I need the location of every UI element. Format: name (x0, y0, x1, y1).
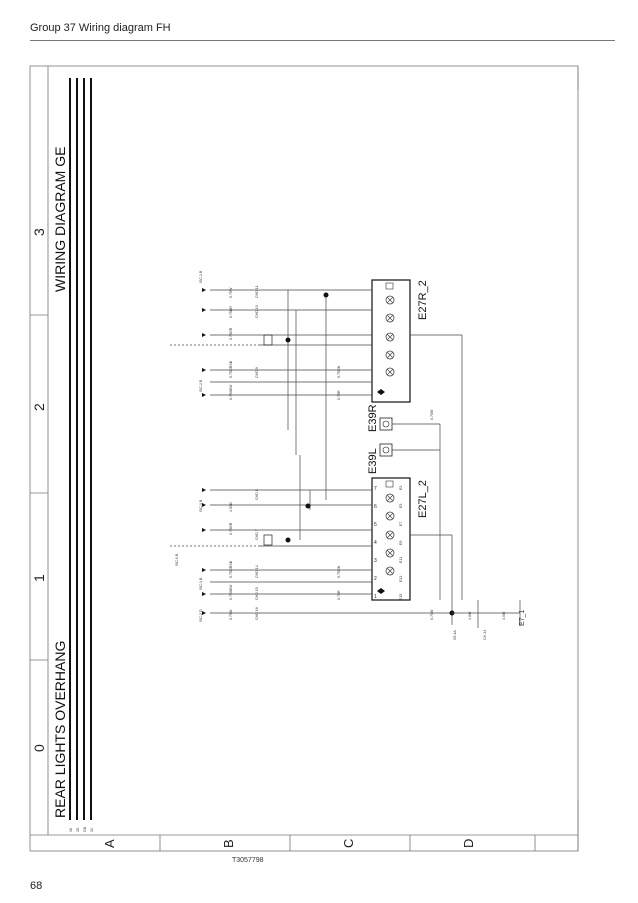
svg-text:ISC:2 B: ISC:2 B (199, 270, 203, 283)
ecu-ref-labels: ISC:2 B ISC:1 B ISC:2 B ISC:1 B ISC:0 B … (175, 270, 203, 622)
svg-text:0.75GRSB: 0.75GRSB (229, 360, 233, 378)
svg-text:X5.1A: X5.1A (453, 630, 457, 640)
svg-text:E9: E9 (399, 541, 403, 545)
wire-labels-upper: 0.75W 0.75W 0.75WBU 0.75GRSB 0.75R 0.75G… (229, 287, 434, 420)
svg-text:0.75GRSB: 0.75GRSB (229, 560, 233, 578)
bus-label-15: 15 (76, 828, 80, 832)
svg-text:E13: E13 (399, 576, 403, 582)
svg-text:4.0W: 4.0W (502, 611, 506, 620)
svg-text:CHD 7: CHD 7 (255, 529, 259, 540)
wires-lower (170, 455, 479, 628)
svg-text:CHD 16: CHD 16 (255, 607, 259, 620)
svg-text:1.5SB: 1.5SB (229, 502, 233, 512)
e27r-lamps (377, 282, 395, 395)
svg-text:CHD 15: CHD 15 (255, 587, 259, 600)
svg-text:CH 24: CH 24 (483, 630, 487, 640)
e39r-box (379, 417, 393, 431)
svg-text:0.75W: 0.75W (229, 609, 233, 620)
bus-label-31: 31 (90, 828, 94, 832)
drawing-number: T3057798 (232, 857, 264, 864)
wires-upper (170, 289, 463, 600)
svg-text:CHD 10: CHD 10 (255, 305, 259, 318)
svg-text:ISC:1 B: ISC:1 B (199, 499, 203, 512)
svg-text:0.75W: 0.75W (430, 409, 434, 420)
svg-text:ISC:2 B: ISC:2 B (199, 379, 203, 392)
svg-text:0.75BR: 0.75BR (229, 306, 233, 318)
svg-text:E15: E15 (399, 594, 403, 600)
svg-text:E7_1: E7_1 (519, 610, 526, 626)
svg-text:3: 3 (374, 558, 377, 564)
e27l-box (371, 477, 411, 601)
svg-text:E3: E3 (399, 486, 403, 490)
svg-text:0.75WBU: 0.75WBU (229, 384, 233, 400)
svg-text:5: 5 (374, 522, 377, 528)
column-label-1: 1 (31, 574, 47, 582)
connector-labels: CHD 11 CHD 10 CHD 9 CHD 8 CHD 7 CHD 14 C… (255, 285, 259, 620)
e27l-lamps (377, 480, 395, 594)
e39l-label: E39L (367, 448, 379, 474)
column-label-0: 0 (31, 744, 47, 752)
pin-labels: 1 2 3 4 5 6 7 (374, 486, 377, 600)
svg-text:ISC:1 B: ISC:1 B (199, 577, 203, 590)
svg-text:0.75R: 0.75R (337, 390, 341, 400)
e27l-label: E27L_2 (417, 480, 429, 518)
bus-label-30: 30 (69, 828, 73, 832)
title-wiring-diagram-ge: WIRING DIAGRAM GE (52, 147, 68, 292)
svg-text:6: 6 (374, 504, 377, 510)
svg-text:0.75GN: 0.75GN (337, 565, 341, 578)
row-label-d: D (461, 839, 476, 848)
relay-upper (263, 334, 273, 346)
svg-text:0.75W: 0.75W (229, 287, 233, 298)
svg-text:CHD 8: CHD 8 (255, 489, 259, 500)
svg-text:E7: E7 (399, 522, 403, 526)
svg-text:CHD 11: CHD 11 (255, 285, 259, 298)
svg-text:4: 4 (374, 540, 377, 546)
lamp-labels: E15 E13 E11 E9 E7 E5 E3 (399, 486, 403, 600)
row-label-b: B (221, 839, 236, 848)
title-rear-lights-overhang: REAR LIGHTS OVERHANG (52, 641, 68, 818)
svg-text:ISC:2 D: ISC:2 D (199, 609, 203, 622)
e27r-label: E27R_2 (417, 280, 429, 320)
diagram-frame (29, 65, 579, 852)
column-label-3: 3 (31, 228, 47, 236)
row-label-c: C (341, 839, 356, 848)
page-header: Group 37 Wiring diagram FH (30, 22, 171, 34)
row-label-a: A (102, 839, 117, 848)
e39l-box (379, 443, 393, 457)
svg-text:E11: E11 (399, 557, 403, 563)
svg-text:0.75GR: 0.75GR (229, 327, 233, 340)
svg-text:ISC:0 B: ISC:0 B (175, 553, 179, 566)
bus-label-gn: GN (83, 826, 87, 832)
header-rule (30, 40, 615, 41)
wire-labels-lower: 0.75W 0.75W 0.75WBU 0.75GRSB 0.75R 0.75G… (229, 502, 434, 620)
svg-text:4.0W: 4.0W (468, 611, 472, 620)
svg-text:0.75W: 0.75W (430, 609, 434, 620)
svg-text:2: 2 (374, 576, 377, 582)
relay-lower (263, 534, 273, 546)
column-label-2: 2 (31, 403, 47, 411)
svg-text:CHD 9: CHD 9 (255, 367, 259, 378)
svg-text:E5: E5 (399, 504, 403, 508)
ecu-terminals (202, 288, 206, 615)
svg-text:0.75GR: 0.75GR (229, 522, 233, 535)
svg-text:CHD 14: CHD 14 (255, 565, 259, 578)
svg-text:0.75WBU: 0.75WBU (229, 584, 233, 600)
svg-text:0.75GN: 0.75GN (337, 365, 341, 378)
svg-text:7: 7 (374, 486, 377, 492)
svg-text:0.75R: 0.75R (337, 590, 341, 600)
bottom-refs: X5.1A CH 24 E7_1 4.0W 4.0W (453, 610, 526, 640)
page-number: 68 (30, 880, 43, 892)
e39r-label: E39R (367, 404, 379, 432)
e27r-box (371, 279, 411, 403)
svg-text:1: 1 (374, 594, 377, 600)
